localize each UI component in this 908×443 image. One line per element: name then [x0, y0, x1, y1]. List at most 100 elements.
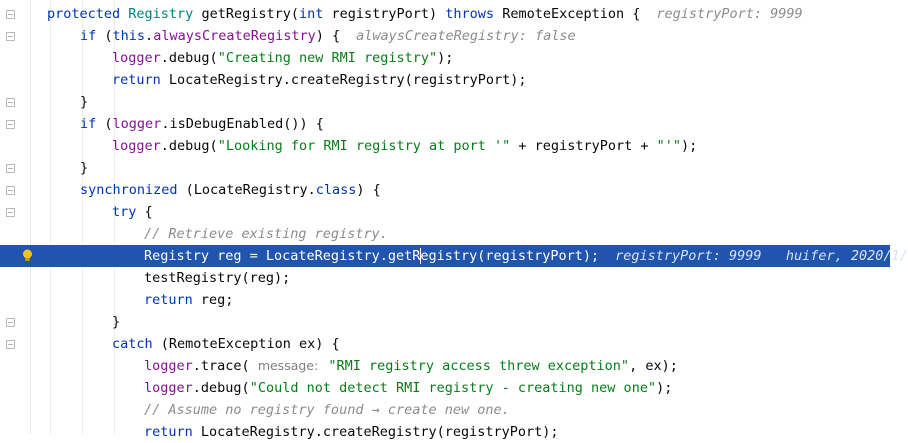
fold-toggle-icon[interactable]	[6, 32, 15, 41]
code-text: try {	[112, 201, 153, 223]
code-token: .debug(	[192, 380, 250, 396]
code-text: // Assume no registry found → create new…	[144, 399, 510, 421]
keyword: return	[144, 424, 201, 440]
fold-toggle-icon[interactable]	[6, 120, 15, 129]
code-token: }	[112, 314, 121, 330]
code-text: if (this.alwaysCreateRegistry) {alwaysCr…	[80, 25, 576, 47]
string-literal: "'"	[656, 138, 681, 154]
code-text: logger.debug("Looking for RMI registry a…	[112, 135, 697, 157]
code-line[interactable]: synchronized (LocateRegistry.class) {	[0, 179, 890, 201]
code-token: LocateRegistry.createRegistry(registryPo…	[200, 424, 559, 440]
code-token: getRegistry(	[201, 6, 299, 22]
code-line[interactable]: try {	[0, 201, 890, 223]
code-text: logger.debug("Could not detect RMI regis…	[144, 377, 672, 399]
fold-toggle-icon[interactable]	[6, 208, 15, 217]
code-comment: // Retrieve existing registry.	[144, 226, 388, 242]
code-token: .	[145, 28, 154, 44]
code-text: }	[80, 157, 88, 179]
code-line[interactable]: return reg;	[0, 289, 890, 311]
code-token: .debug(	[160, 50, 218, 66]
keyword: catch	[112, 336, 161, 352]
code-line[interactable]: if (this.alwaysCreateRegistry) {alwaysCr…	[0, 25, 890, 47]
fold-toggle-icon[interactable]	[6, 164, 15, 173]
code-token: ) {	[315, 28, 341, 44]
code-line[interactable]: }	[0, 311, 890, 333]
fold-toggle-icon[interactable]	[6, 186, 15, 195]
code-token: (	[104, 28, 113, 44]
code-token: registryPort)	[331, 6, 446, 22]
code-text: logger.debug("Creating new RMI registry"…	[112, 47, 453, 69]
code-token: testRegistry(reg);	[144, 270, 291, 286]
keyword: return	[144, 292, 201, 308]
code-token: (RemoteException ex) {	[160, 336, 340, 352]
editor-gutter	[0, 0, 28, 434]
code-token: Registry reg = LocateRegistry.getR	[144, 248, 421, 264]
code-line[interactable]: return LocateRegistry.createRegistry(reg…	[0, 69, 890, 91]
string-literal: "RMI registry access threw exception"	[320, 358, 630, 374]
code-token: .isDebugEnabled()) {	[161, 116, 324, 132]
code-line[interactable]: }	[0, 157, 890, 179]
code-token: + registryPort +	[510, 138, 657, 154]
lightbulb-icon[interactable]	[22, 249, 33, 263]
keyword: int	[298, 6, 332, 22]
code-token: .debug(	[160, 138, 218, 154]
inline-debug-hint: registryPort: 9999	[656, 6, 803, 22]
code-token: RemoteException {	[502, 6, 641, 22]
fold-toggle-icon[interactable]	[6, 10, 15, 19]
code-text: }	[80, 91, 88, 113]
code-line[interactable]: return LocateRegistry.createRegistry(reg…	[0, 421, 890, 443]
parameter-name-hint: message:	[257, 358, 319, 373]
inline-debug-hint: alwaysCreateRegistry: false	[356, 28, 576, 44]
code-text: return LocateRegistry.createRegistry(reg…	[112, 69, 527, 91]
code-text: return reg;	[144, 289, 233, 311]
code-text: return LocateRegistry.createRegistry(reg…	[144, 421, 559, 443]
code-token: );	[681, 138, 698, 154]
code-token: (	[104, 116, 113, 132]
code-token: logger	[112, 138, 161, 154]
code-line[interactable]: catch (RemoteException ex) {	[0, 333, 890, 355]
code-text: protected Registry getRegistry(int regis…	[47, 3, 803, 25]
code-line[interactable]: logger.debug("Looking for RMI registry a…	[0, 135, 890, 157]
code-token: , ex);	[629, 358, 678, 374]
code-line[interactable]: logger.debug("Could not detect RMI regis…	[0, 377, 890, 399]
inline-debug-hint: registryPort: 9999 huifer, 2020/1/	[615, 248, 908, 264]
code-token: reg;	[200, 292, 234, 308]
code-token: logger	[144, 380, 193, 396]
code-line[interactable]: protected Registry getRegistry(int regis…	[0, 3, 890, 25]
gutter-separator	[30, 0, 31, 434]
indent-guide	[82, 0, 83, 434]
code-text: // Retrieve existing registry.	[144, 223, 388, 245]
keyword: synchronized	[80, 182, 186, 198]
code-token: (LocateRegistry.	[185, 182, 316, 198]
code-text: testRegistry(reg);	[144, 267, 290, 289]
code-line[interactable]: logger.debug("Creating new RMI registry"…	[0, 47, 890, 69]
code-line[interactable]: logger.trace( message: "RMI registry acc…	[0, 355, 890, 377]
keyword: class	[315, 182, 357, 198]
keyword: this	[112, 28, 146, 44]
fold-toggle-icon[interactable]	[6, 318, 15, 327]
code-token: logger	[144, 358, 193, 374]
code-line[interactable]: // Retrieve existing registry.	[0, 223, 890, 245]
fold-toggle-icon[interactable]	[6, 340, 15, 349]
code-line[interactable]: }	[0, 91, 890, 113]
code-token: }	[80, 94, 89, 110]
code-text: Registry reg = LocateRegistry.getRegistr…	[144, 245, 908, 267]
code-line[interactable]: if (logger.isDebugEnabled()) {	[0, 113, 890, 135]
indent-guide	[50, 0, 51, 434]
code-line[interactable]: // Assume no registry found → create new…	[0, 399, 890, 421]
code-line[interactable]: testRegistry(reg);	[0, 267, 890, 289]
code-token: logger	[112, 50, 161, 66]
code-text: if (logger.isDebugEnabled()) {	[80, 113, 324, 135]
current-line-highlight[interactable]: Registry reg = LocateRegistry.getRegistr…	[0, 245, 908, 267]
keyword: if	[80, 116, 105, 132]
code-text: logger.trace( message: "RMI registry acc…	[144, 355, 678, 377]
code-text: catch (RemoteException ex) {	[112, 333, 340, 355]
keyword: if	[80, 28, 105, 44]
code-token: Registry	[128, 6, 202, 22]
code-text: }	[112, 311, 120, 333]
code-token: {	[144, 204, 153, 220]
code-comment: // Assume no registry found → create new…	[144, 402, 510, 418]
fold-toggle-icon[interactable]	[6, 98, 15, 107]
keyword: return	[112, 72, 169, 88]
code-token: );	[437, 50, 454, 66]
